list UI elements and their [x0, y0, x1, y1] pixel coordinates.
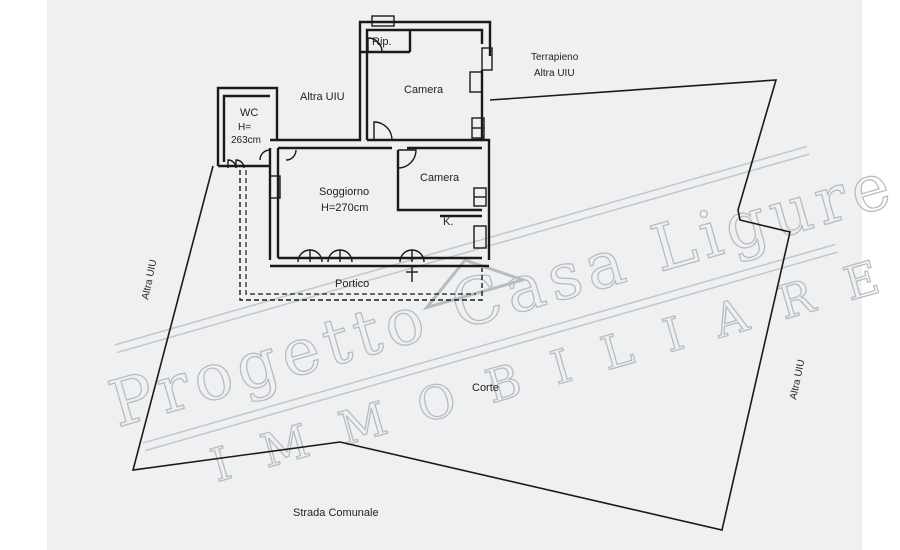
watermark: Progetto Casa Ligure IMMOBILIARE: [101, 145, 900, 493]
label-altra-uiu-right: Altra UIU: [788, 359, 807, 401]
label-strada-comunale: Strada Comunale: [293, 507, 379, 519]
room-label-wc-cm: 263cm: [231, 135, 261, 146]
portico-outline: [239, 170, 483, 301]
room-label-camera-top: Camera: [404, 84, 444, 96]
label-corte: Corte: [472, 382, 499, 394]
east-windows: [269, 15, 493, 249]
label-altra-uiu-ne: Altra UIU: [534, 68, 575, 79]
doors: [227, 37, 417, 169]
room-label-k: K.: [443, 216, 453, 228]
label-altra-uiu-left: Altra UIU: [140, 259, 159, 301]
plot-boundary: [131, 79, 791, 531]
room-label-soggiorno-h: H=270cm: [321, 202, 368, 214]
room-label-altra-uiu-top: Altra UIU: [300, 91, 345, 103]
room-label-wc: WC: [240, 107, 258, 119]
label-terrapieno: Terrapieno: [531, 52, 579, 63]
room-label-soggiorno: Soggiorno: [319, 186, 369, 198]
room-label-camera-right: Camera: [420, 172, 460, 184]
room-label-rip: Rip.: [372, 36, 392, 48]
room-label-wc-h: H=: [238, 122, 251, 133]
room-label-portico: Portico: [335, 278, 369, 290]
south-windows: [297, 249, 425, 282]
